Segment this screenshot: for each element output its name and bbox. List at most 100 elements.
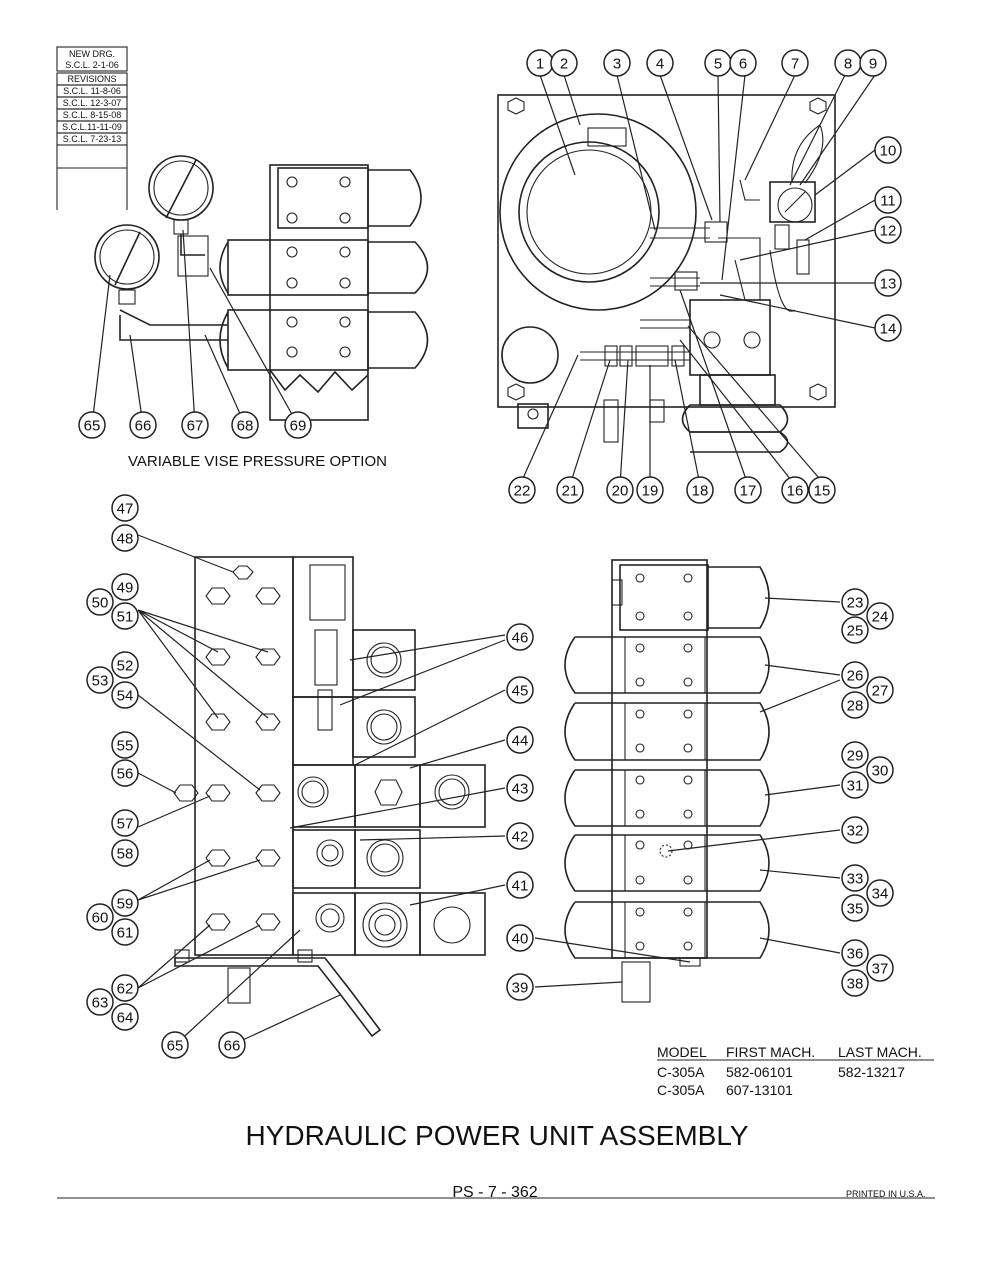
callout-number: 18 <box>692 483 709 500</box>
revision-entry: S.C.L. 11-8-06 <box>63 86 121 96</box>
callout-bubble <box>841 771 869 799</box>
callout-bubble <box>129 411 157 439</box>
power-unit-drawing <box>497 94 836 453</box>
callout-number: 54 <box>117 688 134 705</box>
callout-bubble <box>506 623 534 651</box>
callout-bubble <box>841 741 869 769</box>
manifold-drawing <box>173 556 486 1038</box>
callout-bubble <box>506 871 534 899</box>
callout-bubble <box>111 524 139 552</box>
callout-number: 57 <box>117 816 134 833</box>
callout-bubble <box>606 476 634 504</box>
callout-number: 55 <box>117 738 134 755</box>
callout-bubble <box>111 651 139 679</box>
callout-number: 47 <box>117 501 134 518</box>
vise-pressure-drawing <box>94 155 429 421</box>
callout-bubble <box>86 666 114 694</box>
callout-bubble <box>841 661 869 689</box>
page-title: HYDRAULIC POWER UNIT ASSEMBLY <box>245 1120 748 1151</box>
callout-bubble <box>841 616 869 644</box>
callout-number: 60 <box>92 910 109 927</box>
callout-bubble <box>636 476 664 504</box>
callout-number: 40 <box>512 931 529 948</box>
table-cell: C-305A <box>657 1082 705 1098</box>
new-drawing-label: NEW DRG. <box>69 49 115 59</box>
callout-bubble <box>86 903 114 931</box>
callout-number: 61 <box>117 925 134 942</box>
table-cell: C-305A <box>657 1064 705 1080</box>
callout-bubble <box>111 602 139 630</box>
callout-bubble <box>111 974 139 1002</box>
callout-bubble <box>508 476 536 504</box>
callout-number: 16 <box>787 483 804 500</box>
callout-number: 3 <box>613 56 621 73</box>
callout-number: 27 <box>872 683 889 700</box>
callout-bubble <box>866 676 894 704</box>
callout-number: 4 <box>656 56 664 73</box>
callout-number: 69 <box>290 418 307 435</box>
leader-lines <box>91 74 876 1046</box>
revision-entry: S.C.L. 8-15-08 <box>63 110 122 120</box>
callout-number: 17 <box>740 483 757 500</box>
callout-number: 32 <box>847 823 864 840</box>
callout-number: 42 <box>512 829 529 846</box>
callout-number: 56 <box>117 766 134 783</box>
page-number: PS - 7 - 362 <box>452 1184 537 1201</box>
callout-bubble <box>874 314 902 342</box>
callout-number: 50 <box>92 595 109 612</box>
callout-bubble <box>506 822 534 850</box>
callout-bubble <box>506 726 534 754</box>
callout-bubble <box>841 864 869 892</box>
callout-bubble <box>111 681 139 709</box>
callout-number: 44 <box>512 733 529 750</box>
callout-number: 66 <box>135 418 152 435</box>
callout-number: 15 <box>814 483 831 500</box>
callout-number: 43 <box>512 781 529 798</box>
callout-bubble <box>86 988 114 1016</box>
callout-bubble <box>218 1031 246 1059</box>
callout-number: 37 <box>872 961 889 978</box>
callout-bubble <box>603 49 631 77</box>
printed-note: PRINTED IN U.S.A. <box>846 1189 926 1199</box>
callout-bubble <box>808 476 836 504</box>
callout-bubble <box>111 759 139 787</box>
callout-bubble <box>874 216 902 244</box>
callout-bubble <box>841 969 869 997</box>
callout-bubble <box>841 588 869 616</box>
callout-bubble <box>111 809 139 837</box>
callout-number: 6 <box>739 56 747 73</box>
callout-number: 38 <box>847 976 864 993</box>
callout-bubble <box>111 918 139 946</box>
callout-number: 34 <box>872 886 889 903</box>
callout-bubble <box>111 494 139 522</box>
callout-bubble <box>111 573 139 601</box>
callout-number: 30 <box>872 763 889 780</box>
callout-bubble <box>506 924 534 952</box>
callout-bubble <box>841 691 869 719</box>
callout-number: 7 <box>791 56 799 73</box>
callout-bubble <box>550 49 578 77</box>
table-header-model: MODEL <box>657 1044 707 1060</box>
callout-number: 2 <box>560 56 568 73</box>
table-header-last: LAST MACH. <box>838 1044 922 1060</box>
callout-bubble <box>181 411 209 439</box>
callout-number: 5 <box>714 56 722 73</box>
callout-bubble <box>729 49 757 77</box>
callout-bubble <box>874 269 902 297</box>
callout-bubble <box>86 588 114 616</box>
callout-number: 25 <box>847 623 864 640</box>
callout-number: 12 <box>880 223 897 240</box>
callout-number: 14 <box>880 321 897 338</box>
callout-bubble <box>686 476 714 504</box>
callout-number: 58 <box>117 846 134 863</box>
callout-bubble <box>161 1031 189 1059</box>
callout-bubble <box>506 676 534 704</box>
table-cell: 607-13101 <box>726 1082 793 1098</box>
callout-number: 21 <box>562 483 579 500</box>
callout-bubble <box>734 476 762 504</box>
callout-bubble <box>874 136 902 164</box>
callout-bubble <box>111 1003 139 1031</box>
table-header-first: FIRST MACH. <box>726 1044 815 1060</box>
callout-number: 24 <box>872 609 889 626</box>
